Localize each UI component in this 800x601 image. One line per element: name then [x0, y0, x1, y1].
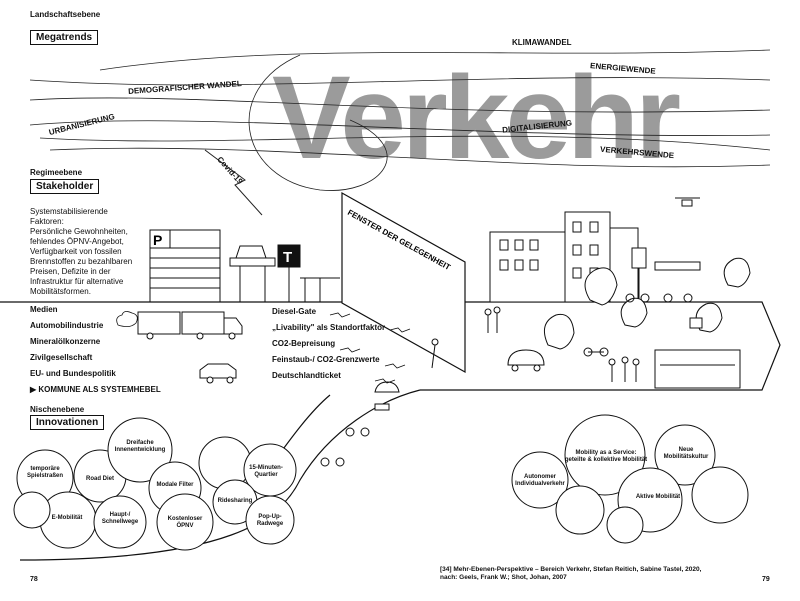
car-icon	[199, 349, 545, 384]
trend-klimawandel: KLIMAWANDEL	[512, 38, 572, 47]
trees	[543, 257, 751, 350]
window-of-opportunity	[341, 191, 466, 374]
kommune-label: KOMMUNE ALS SYSTEMHEBEL	[38, 385, 161, 394]
stakeholder-kommune: ▶ KOMMUNE ALS SYSTEMHEBEL	[30, 382, 161, 398]
bubble-modale-filter: Modale Filter	[156, 482, 194, 488]
megatrends-box: Megatrends	[30, 30, 99, 45]
bubble-schnellwege: Haupt-/ Schnellwege	[101, 512, 139, 525]
parking-garage	[149, 229, 221, 303]
page-number-right: 79	[762, 576, 770, 583]
figure-caption: [34] Mehr-Ebenen-Perspektive – Bereich V…	[440, 566, 702, 581]
bubble-maas: Mobility as a Service: geteilte & kollek…	[564, 450, 648, 463]
small-vehicles	[374, 317, 703, 411]
squiggle-arrows	[329, 312, 411, 384]
measure-deutschlandticket: Deutschlandticket	[272, 371, 341, 380]
measure-co2-bepreisung: CO2-Bepreisung	[272, 339, 336, 348]
bubble-road-diet: Road Diet	[85, 476, 114, 482]
title-verkehr: Verkehr	[272, 52, 680, 184]
covid-lightning	[204, 149, 263, 216]
stakeholder-mineraloelkonzerne: Mineralölkonzerne	[30, 337, 101, 346]
stakeholder-box: Stakeholder	[30, 179, 100, 194]
stakeholder-eu-bundespolitik: EU- und Bundespolitik	[30, 369, 116, 378]
innovation-cluster-left	[13, 417, 297, 551]
measure-grenzwerte: Feinstaub-/ CO2-Grenzwerte	[272, 355, 380, 364]
pedestrians	[431, 306, 640, 382]
bubble-pop-up: Pop-Up- Radwege	[256, 514, 284, 527]
bubble-aktive-mobilitaet: Aktive Mobilität	[635, 494, 681, 500]
niche-level-label: Nischenebene	[30, 405, 85, 414]
bubble-oepnv: Kostenloser ÖPNV	[167, 516, 203, 529]
bubble-15-minuten: 15-Minuten- Quartier	[249, 465, 283, 478]
bubble-ridesharing: Ridesharing	[217, 498, 253, 504]
innovationen-box: Innovationen	[30, 415, 105, 430]
trend-lines	[29, 49, 771, 191]
stakeholder-automobilindustrie: Automobilindustrie	[30, 321, 104, 330]
bubble-mobilitaetskultur: Neue Mobilitätskultur	[663, 447, 709, 460]
factors-text: Persönliche Gewohnheiten, fehlendes ÖPNV…	[30, 227, 133, 296]
parking-sign: P	[153, 232, 162, 248]
car-stand	[229, 245, 276, 302]
bubble-innenentwicklung: Dreifache Innenentwicklung	[114, 440, 166, 453]
bicycles	[320, 293, 693, 467]
bubble-autonom: Autonomer Individualverkehr	[515, 474, 565, 487]
triangle-icon: ▶	[30, 385, 39, 394]
stakeholder-list: Medien Automobilindustrie Mineralölkonze…	[30, 302, 161, 398]
bubble-spielstrassen: temporäre Spielstraßen	[26, 466, 63, 479]
regime-level-label: Regimeebene	[30, 168, 83, 177]
smoke-clouds	[116, 311, 138, 327]
measures-list: Diesel-Gate „Livability" als Standortfak…	[272, 304, 385, 384]
road-arrow	[0, 301, 781, 561]
landscape-level-label: Landschaftsebene	[30, 10, 101, 19]
trucks	[137, 311, 243, 340]
page-number-left: 78	[30, 576, 38, 583]
transit-stop	[277, 244, 340, 302]
factors-title: Systemstabilisierende Faktoren:	[30, 207, 108, 226]
measure-diesel-gate: Diesel-Gate	[272, 307, 317, 316]
drone-icon	[675, 197, 700, 207]
stakeholder-medien: Medien	[30, 305, 58, 314]
innovation-cluster-right	[511, 414, 749, 544]
bubble-e-mobilitaet: E-Mobilität	[51, 515, 83, 521]
charging-station	[631, 247, 701, 302]
measure-livability: „Livability" als Standortfaktor	[272, 323, 386, 332]
transit-sign: T	[283, 249, 292, 266]
stakeholder-zivilgesellschaft: Zivilgesellschaft	[30, 353, 93, 362]
